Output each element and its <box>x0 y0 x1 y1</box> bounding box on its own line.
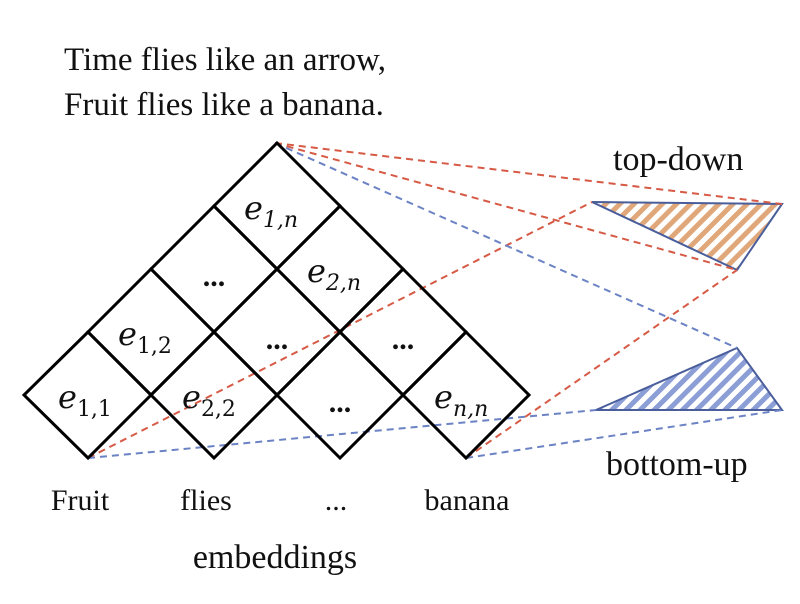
title-line-1: Time flies like an arrow, <box>64 42 386 78</box>
token-label: ... <box>325 484 348 517</box>
top-down-line-apex <box>274 142 783 205</box>
embeddings-caption: embeddings <box>193 539 357 576</box>
top-down-line-apex-lower <box>274 142 738 271</box>
top-down-triangle <box>591 201 784 272</box>
cell-label-e22: e2,2 <box>182 378 236 422</box>
bottom-up-line-apex <box>274 142 738 349</box>
cell-n-n <box>400 329 532 461</box>
cell-ellipsis: ... <box>266 323 289 356</box>
token-label: banana <box>425 484 510 517</box>
token-label: flies <box>180 484 232 517</box>
bottom-up-line-fruit <box>87 409 597 459</box>
cell-ellipsis: ... <box>392 323 415 356</box>
cell-label-e1n: e1,n <box>244 189 298 233</box>
cell-label-e12: e1,2 <box>118 315 172 359</box>
cell-1-2 <box>85 266 217 398</box>
cell-1-n <box>211 140 343 272</box>
top-down-label: top-down <box>613 141 743 178</box>
bottom-up-line-banana <box>465 409 783 459</box>
token-label: Fruit <box>51 484 110 517</box>
chart-cells <box>21 140 532 461</box>
bottom-up-label: bottom-up <box>606 446 748 483</box>
cell-ellipsis: ... <box>329 386 352 419</box>
cell-label-e11: e1,1 <box>58 378 112 422</box>
cell-ellipsis: ... <box>203 260 226 293</box>
cell-label-e2n: e2,n <box>307 252 361 296</box>
top-down-line-banana <box>465 269 738 459</box>
bottom-up-triangle <box>595 346 784 411</box>
title-line-2: Fruit flies like a banana. <box>64 87 384 123</box>
cell-label-enn: en,n <box>434 378 488 422</box>
